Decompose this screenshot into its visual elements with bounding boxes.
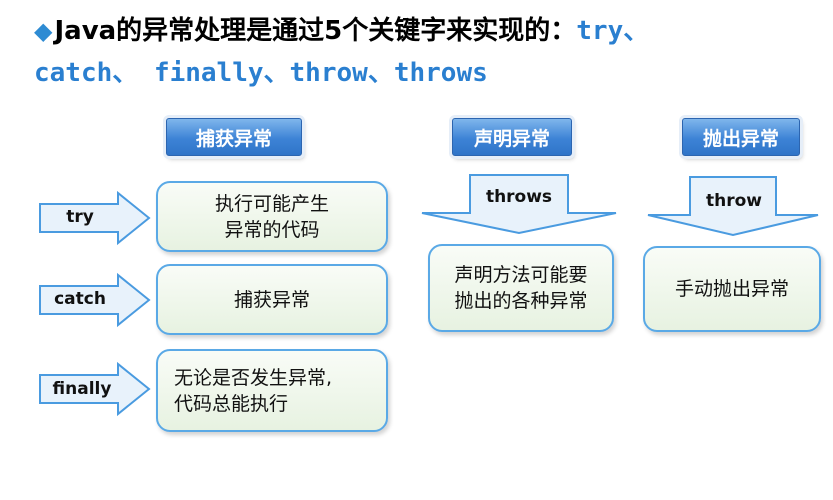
keyword-label-try: try [66, 207, 94, 227]
card-try-description: 执行可能产生 异常的代码 [156, 181, 388, 252]
right-arrow-icon [39, 272, 151, 328]
card-throw-description: 手动抛出异常 [643, 246, 821, 332]
keyword-label-throws: throws [485, 187, 553, 207]
title-keyword-finally: finally [153, 58, 264, 88]
throw-description-text: 手动抛出异常 [674, 278, 789, 300]
throws-description-text: 声明方法可能要 抛出的各种异常 [454, 264, 588, 312]
title-separator: 、 [623, 16, 650, 46]
keyword-label-finally: finally [52, 379, 112, 399]
title-keyword-throw: throw [289, 58, 368, 88]
title-text: Java的异常处理是通过5个关键字来实现的： [54, 16, 577, 46]
card-catch-description: 捕获异常 [156, 264, 388, 335]
page-title: ◆Java的异常处理是通过5个关键字来实现的：try、 catch、 final… [34, 10, 824, 94]
card-finally-description: 无论是否发生异常, 代码总能执行 [156, 349, 388, 432]
try-description-text: 执行可能产生 异常的代码 [214, 192, 329, 241]
keyword-label-catch: catch [54, 289, 106, 309]
title-keyword-catch: catch [34, 58, 113, 88]
down-arrow-icon [421, 174, 617, 235]
title-separator: 、 [112, 58, 154, 88]
title-separator: 、 [367, 58, 394, 88]
card-throws-description: 声明方法可能要 抛出的各种异常 [428, 244, 614, 332]
keyword-label-throw: throw [706, 191, 762, 211]
title-keyword-throws: throws [393, 58, 488, 88]
title-keyword-try: try [576, 16, 624, 46]
diamond-bullet-icon: ◆ [34, 17, 53, 45]
finally-description-text: 无论是否发生异常, 代码总能执行 [174, 366, 333, 415]
down-arrow-icon [647, 176, 819, 237]
right-arrow-icon [39, 190, 151, 246]
catch-description-text: 捕获异常 [233, 288, 310, 311]
header-throw-exception: 抛出异常 [682, 118, 800, 156]
header-catch-exception: 捕获异常 [166, 118, 302, 156]
title-separator: 、 [263, 58, 290, 88]
header-declare-exception: 声明异常 [452, 118, 572, 156]
right-arrow-icon [39, 361, 151, 417]
